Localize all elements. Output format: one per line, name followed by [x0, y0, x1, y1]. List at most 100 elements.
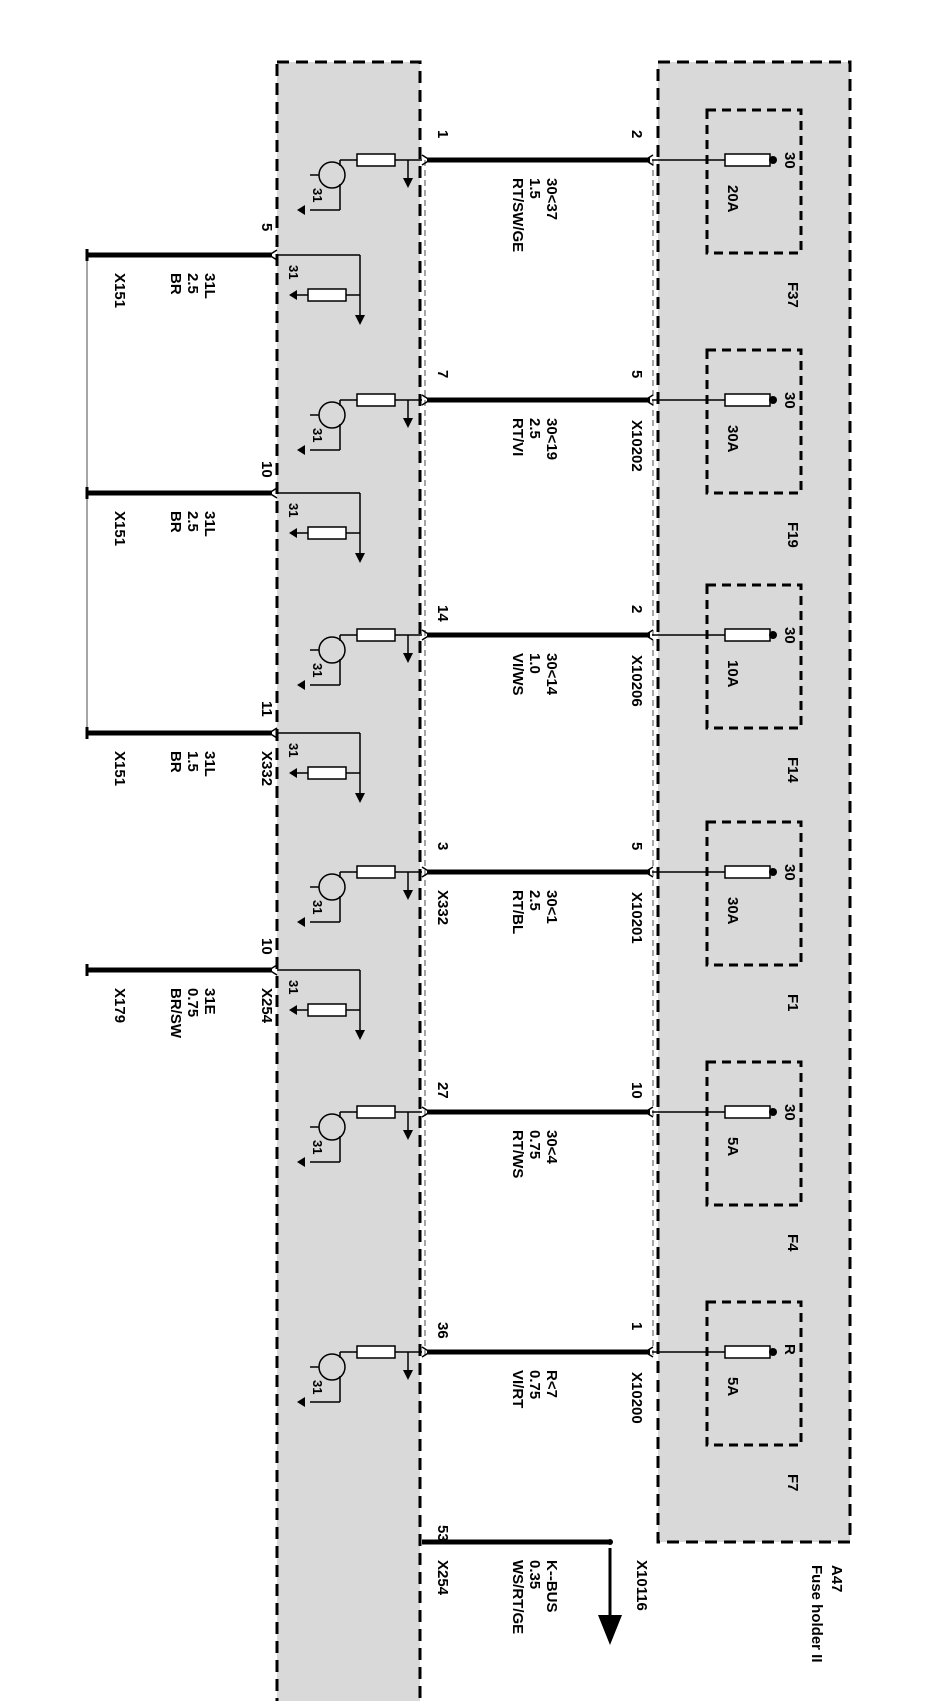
ground-arrow-icon [297, 917, 305, 927]
connector-socket-icon [421, 394, 432, 406]
transistor-ground-label: 31 [310, 1140, 325, 1154]
kbus-row: 53 K--BUS 0.35 WS/RT/GE X254 X10116 [422, 1525, 650, 1645]
fuse-pin: 10 [628, 1082, 645, 1099]
fuse-terminal: 30 [781, 152, 798, 169]
wire-pin: 14 [434, 605, 451, 622]
resistor-icon [356, 393, 396, 407]
fuse-terminal-dot [769, 868, 777, 876]
ground-color: BR [167, 273, 184, 295]
transistor-ground-label: 31 [310, 900, 325, 914]
kbus-gauge: 0.35 [526, 1560, 543, 1589]
kbus-color: WS/RT/GE [509, 1560, 526, 1634]
fuse-pin: 5 [628, 842, 645, 850]
fuse-pin: 5 [628, 370, 645, 378]
ground-arrow-icon [403, 653, 413, 663]
wire-pin: 27 [434, 1082, 451, 1099]
wire-circuit: 30<4 [543, 1130, 560, 1164]
fuse-element-icon [724, 1345, 771, 1359]
fuse-box [705, 583, 803, 730]
resistor-icon [356, 865, 396, 879]
connector-socket-icon [643, 394, 654, 406]
connector-socket-icon [421, 629, 432, 641]
fuse-pin: 2 [628, 605, 645, 613]
fuse-box [705, 820, 803, 967]
ground-circuit: 31L [201, 273, 218, 299]
transistor-ground-label: 31 [310, 663, 325, 677]
ground-point: X151 [111, 273, 128, 308]
fuse-pin: 1 [628, 1322, 645, 1330]
ground-circuit: 31L [201, 751, 218, 777]
fuse-terminal: 30 [781, 392, 798, 409]
ground-arrow-icon [289, 1005, 297, 1015]
wire-color: RT/VI [509, 418, 526, 456]
kbus-end-dot [607, 1539, 613, 1545]
fuse-name: F4 [784, 1234, 801, 1252]
fuse-name: F7 [784, 1474, 801, 1492]
ground-gauge: 0.75 [184, 988, 201, 1017]
wire-color: RT/BL [509, 890, 526, 934]
kbus-circuit: K--BUS [543, 1560, 560, 1613]
fuse-name: F1 [784, 994, 801, 1012]
connector-socket-icon [421, 154, 432, 166]
ground-arrow-icon [289, 528, 297, 538]
resistor-icon [307, 1003, 347, 1017]
wire-circuit: 30<37 [543, 178, 560, 220]
connector-socket-icon [643, 629, 654, 641]
wire-gauge: 0.75 [526, 1130, 543, 1159]
wire-circuit: 30<19 [543, 418, 560, 460]
ground-color: BR/SW [167, 988, 184, 1039]
fuse-terminal-dot [769, 396, 777, 404]
ground-arrow-icon [297, 680, 305, 690]
ground-gauge: 2.5 [184, 273, 201, 294]
ground-arrow-icon [297, 445, 305, 455]
fuse-connector: X10201 [628, 892, 645, 944]
wire-gauge: 0.75 [526, 1370, 543, 1399]
wire-gauge: 1.0 [526, 653, 543, 674]
fuse-terminal-dot [769, 156, 777, 164]
ground-pin: 5 [258, 223, 275, 231]
wire-pin: 7 [434, 370, 451, 378]
ground-arrow-icon [403, 178, 413, 188]
fuse-terminal: 30 [781, 1104, 798, 1121]
ground-arrow-icon [289, 290, 297, 300]
ground-color: BR [167, 511, 184, 533]
resistor-icon [356, 1105, 396, 1119]
connector-socket-icon [267, 249, 278, 261]
fuse-connector: X10200 [628, 1372, 645, 1424]
ground-internal-label: 31 [286, 503, 301, 517]
fuse-element-icon [724, 865, 771, 879]
resistor-icon [307, 288, 347, 302]
ground-pin: 10 [258, 461, 275, 478]
connector-socket-icon [421, 866, 432, 878]
wire-gauge: 2.5 [526, 890, 543, 911]
fuse-terminal-dot [769, 1348, 777, 1356]
fuse-box [705, 108, 803, 255]
fuse-terminal: 30 [781, 627, 798, 644]
ground-pin: 11 [258, 701, 275, 717]
wire-color: VI/RT [509, 1370, 526, 1408]
fuse-rating: 10A [724, 660, 741, 688]
fuse-box [705, 1060, 803, 1207]
fuse-terminal: R [781, 1344, 798, 1355]
ground-connector: X332 [258, 751, 275, 786]
kbus-far-connector: X10116 [633, 1560, 650, 1611]
wire-pin: 3 [434, 842, 451, 850]
ground-point: X151 [111, 751, 128, 786]
wire-pin: 36 [434, 1322, 451, 1339]
wire-circuit: 30<1 [543, 890, 560, 924]
fuse-holder-box [656, 60, 852, 1544]
ground-gauge: 2.5 [184, 511, 201, 532]
fuse-element-icon [724, 1105, 771, 1119]
ground-arrow-icon [297, 1397, 305, 1407]
resistor-icon [356, 1345, 396, 1359]
fuse-holder-id: A47 [828, 1565, 845, 1593]
fuse-rating: 5A [724, 1377, 741, 1396]
connector-socket-icon [421, 1346, 432, 1358]
ground-internal-label: 31 [286, 980, 301, 994]
transistor-ground-label: 31 [310, 188, 325, 202]
